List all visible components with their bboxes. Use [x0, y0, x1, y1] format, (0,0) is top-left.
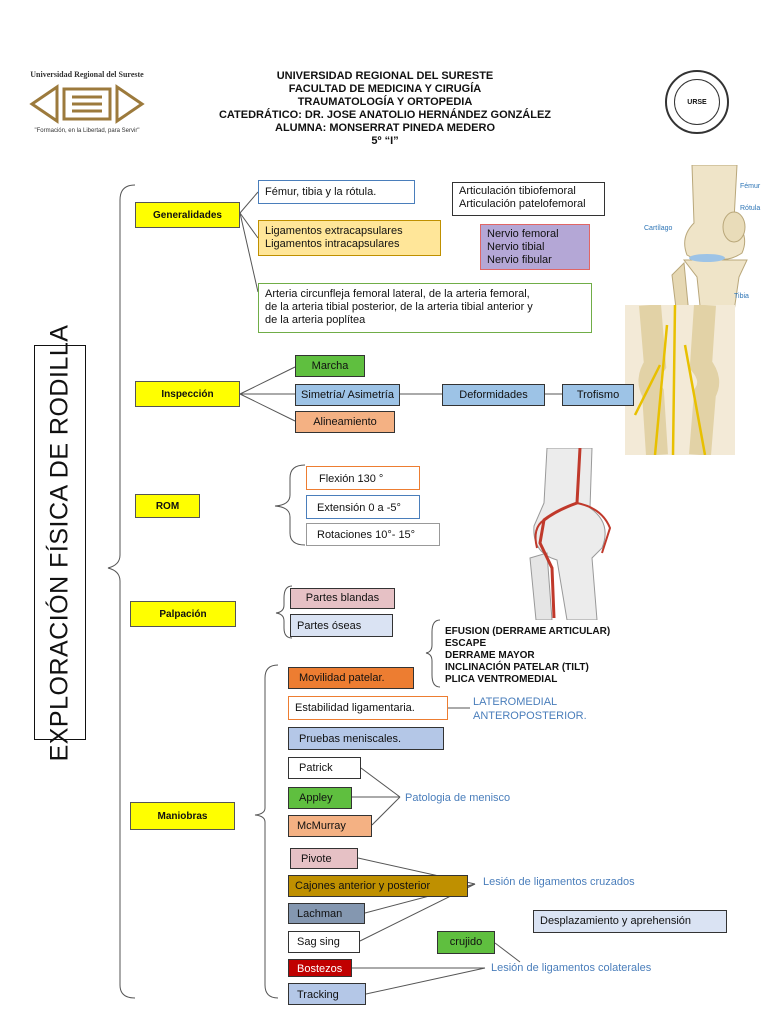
arteries-box: Arteria circunfleja femoral lateral, de …	[258, 283, 592, 333]
nerve-item: Nervio fibular	[487, 254, 552, 266]
header-line: TRAUMATOLOGÍA Y ORTOPEDIA	[297, 96, 473, 108]
simetria-box: Simetría/ Asimetría	[295, 384, 400, 406]
label-tibia: Tibia	[734, 293, 749, 300]
rotaciones-box: Rotaciones 10°- 15°	[306, 523, 440, 546]
university-logo-motto: "Formación, en la Libertad, para Servir"	[34, 128, 140, 134]
header-line: CATEDRÁTICO: DR. JOSE ANATOLIO HERNÁNDEZ…	[218, 109, 552, 121]
finding-item: DERRAME MAYOR	[445, 650, 535, 661]
movilidad-patelar-box: Movilidad patelar.	[288, 667, 414, 689]
colaterales-note: Lesión de ligamentos colaterales	[491, 962, 652, 974]
lachman-box: Lachman	[288, 903, 365, 924]
header-line: 5º “I”	[371, 135, 399, 147]
extension-box: Extensión 0 a -5°	[306, 495, 420, 519]
section-maniobras: Maniobras	[130, 802, 235, 830]
crujido-box: crujido	[437, 931, 495, 954]
knee-arteries-illustration	[452, 448, 696, 620]
nerve-item: Nervio femoral	[487, 228, 559, 240]
artery-line: de la arteria poplítea	[265, 314, 366, 326]
section-inspeccion: Inspección	[135, 381, 240, 407]
faculty-seal: URSE	[665, 70, 729, 134]
section-palpacion: Palpación	[130, 601, 236, 627]
finding-item: PLICA VENTROMEDIAL	[445, 674, 558, 685]
nerves-box: Nervio femoral Nervio tibial Nervio fibu…	[480, 224, 590, 270]
sagsing-box: Sag sing	[288, 931, 360, 953]
joint-item: Articulación patelofemoral	[459, 198, 586, 210]
alineamiento-box: Alineamiento	[295, 411, 395, 433]
deformidades-box: Deformidades	[442, 384, 545, 406]
mcmurray-box: McMurray	[288, 815, 372, 837]
meniscales-box: Pruebas meniscales.	[288, 727, 444, 750]
pivote-box: Pivote	[290, 848, 358, 869]
university-logo: Universidad Regional del Sureste "Formac…	[22, 70, 152, 140]
knee-bones-illustration: Fémur Rótula Cartílago Tibia	[642, 165, 768, 325]
estabilidad-note: LATEROMEDIAL ANTEROPOSTERIOR.	[473, 695, 587, 723]
artery-line: de la arteria tibial posterior, de la ar…	[265, 301, 533, 313]
bostezos-box: Bostezos	[288, 959, 352, 977]
partes-blandas-box: Partes blandas	[290, 588, 395, 609]
header-line: UNIVERSIDAD REGIONAL DEL SURESTE	[276, 70, 494, 82]
section-generalidades: Generalidades	[135, 202, 240, 228]
trofismo-box: Trofismo	[562, 384, 634, 406]
cruzados-note: Lesión de ligamentos cruzados	[483, 876, 635, 888]
university-logo-name: Universidad Regional del Sureste	[30, 70, 144, 79]
appley-box: Appley	[288, 787, 352, 809]
nerve-item: Nervio tibial	[487, 241, 545, 253]
ligament-item: Ligamentos extracapsulares	[265, 225, 403, 237]
label-rotula: Rótula	[740, 205, 761, 212]
patrick-box: Patrick	[288, 757, 361, 779]
finding-item: INCLINACIÓN PATELAR (TILT)	[445, 662, 589, 673]
knee-nerves-illustration	[595, 305, 768, 455]
palpation-findings: EFUSION (DERRAME ARTICULAR) ESCAPE DERRA…	[445, 626, 610, 686]
label-femur: Fémur	[740, 183, 761, 190]
ligaments-box: Ligamentos extracapsulares Ligamentos in…	[258, 220, 441, 256]
estabilidad-note-line: ANTEROPOSTERIOR.	[473, 710, 587, 722]
estabilidad-box: Estabilidad ligamentaria.	[288, 696, 448, 720]
estabilidad-note-line: LATEROMEDIAL	[473, 696, 558, 708]
main-title: EXPLORACIÓN FÍSICA DE RODILLA	[45, 324, 74, 761]
section-rom: ROM	[135, 494, 200, 518]
main-title-box: EXPLORACIÓN FÍSICA DE RODILLA	[34, 324, 86, 761]
desplazamiento-box: Desplazamiento y aprehensión	[533, 910, 727, 933]
header-block: UNIVERSIDAD REGIONAL DEL SURESTE FACULTA…	[190, 70, 580, 148]
finding-item: ESCAPE	[445, 638, 487, 649]
partes-oseas-box: Partes óseas	[290, 614, 393, 637]
label-cartilago: Cartílago	[644, 225, 673, 232]
faculty-seal-text: URSE	[674, 79, 720, 125]
flexion-box: Flexión 130 °	[306, 466, 420, 490]
cajones-box: Cajones anterior y posterior	[288, 875, 468, 897]
finding-item: EFUSION (DERRAME ARTICULAR)	[445, 626, 611, 637]
ligament-item: Ligamentos intracapsulares	[265, 238, 400, 250]
header-line: FACULTAD DE MEDICINA Y CIRUGÍA	[288, 83, 482, 95]
joints-box: Articulación tibiofemoral Articulación p…	[452, 182, 605, 216]
tracking-box: Tracking	[288, 983, 366, 1005]
artery-line: Arteria circunfleja femoral lateral, de …	[265, 288, 530, 300]
joint-item: Articulación tibiofemoral	[459, 185, 576, 197]
marcha-box: Marcha	[295, 355, 365, 377]
university-logo-emblem	[29, 84, 145, 124]
bones-box: Fémur, tibia y la rótula.	[258, 180, 415, 204]
menisco-note: Patologia de menisco	[405, 792, 511, 804]
header-line: ALUMNA: MONSERRAT PINEDA MEDERO	[275, 122, 495, 134]
